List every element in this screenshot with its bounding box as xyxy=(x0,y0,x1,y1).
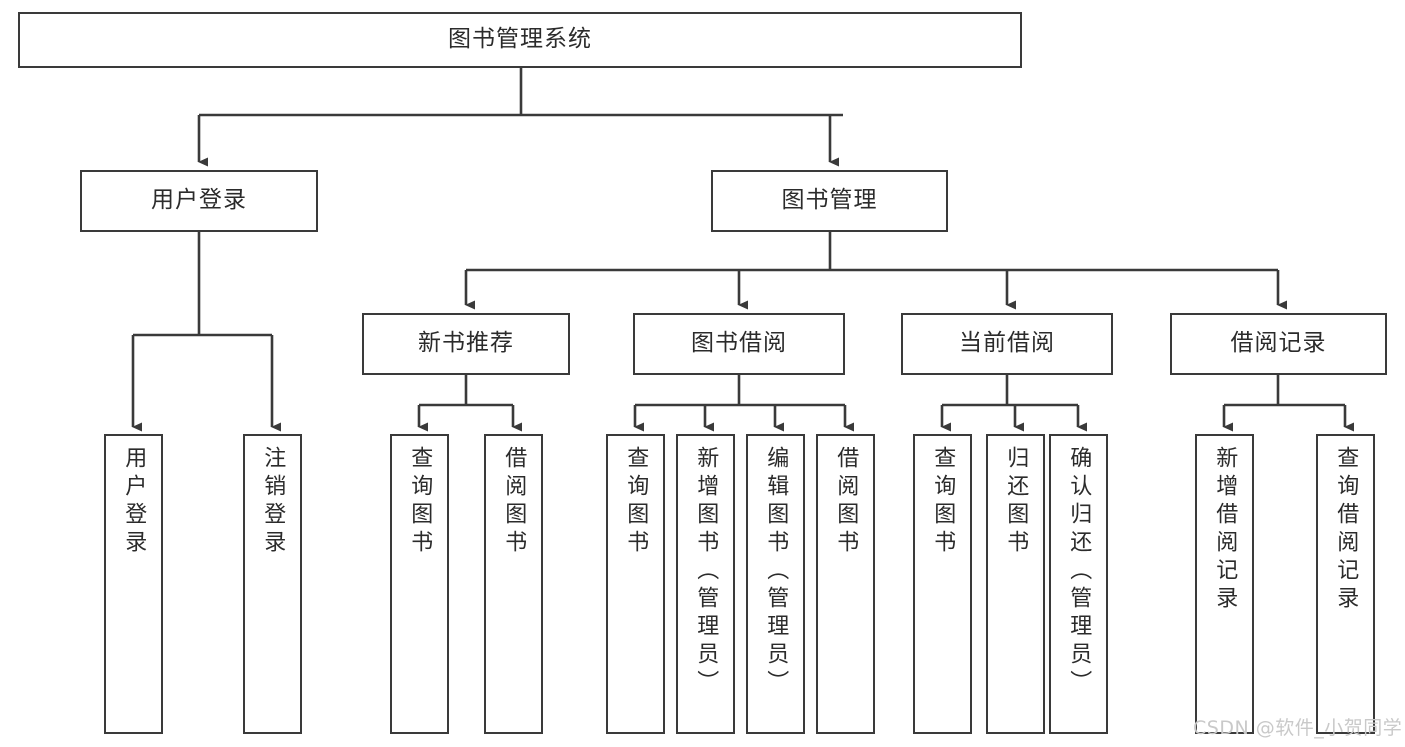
leaf-newbook-query-book[interactable]: 查询图书 xyxy=(390,434,449,734)
leaf-label: 注销登录 xyxy=(260,446,286,558)
leaf-label: 借阅图书 xyxy=(501,446,527,558)
leaf-label: 查询图书 xyxy=(623,446,649,558)
leaf-newbook-borrow-book[interactable]: 借阅图书 xyxy=(484,434,543,734)
leaf-label: 新增借阅记录 xyxy=(1212,446,1238,614)
leaf-label: 查询图书 xyxy=(930,446,956,558)
leaf-borrowrecord-add-record[interactable]: 新增借阅记录 xyxy=(1195,434,1254,734)
node-root-system[interactable]: 图书管理系统 xyxy=(18,12,1022,68)
leaf-user-login-signin[interactable]: 用户登录 xyxy=(104,434,163,734)
node-borrow-record[interactable]: 借阅记录 xyxy=(1170,313,1387,375)
node-new-book-recommend[interactable]: 新书推荐 xyxy=(362,313,570,375)
leaf-currentborrow-query-book[interactable]: 查询图书 xyxy=(913,434,972,734)
node-book-borrow[interactable]: 图书借阅 xyxy=(633,313,845,375)
csdn-watermark: CSDN @软件_小贺同学 xyxy=(1193,717,1403,739)
leaf-label: 编辑图书（管理员） xyxy=(763,446,789,698)
leaf-label: 查询借阅记录 xyxy=(1333,446,1359,614)
leaf-bookborrow-add-book-admin[interactable]: 新增图书（管理员） xyxy=(676,434,735,734)
leaf-label: 查询图书 xyxy=(407,446,433,558)
node-current-borrow[interactable]: 当前借阅 xyxy=(901,313,1113,375)
leaf-bookborrow-borrow-book[interactable]: 借阅图书 xyxy=(816,434,875,734)
leaf-borrowrecord-query-record[interactable]: 查询借阅记录 xyxy=(1316,434,1375,734)
leaf-bookborrow-edit-book-admin[interactable]: 编辑图书（管理员） xyxy=(746,434,805,734)
node-book-management[interactable]: 图书管理 xyxy=(711,170,948,232)
leaf-label: 用户登录 xyxy=(121,446,147,558)
leaf-label: 新增图书（管理员） xyxy=(693,446,719,698)
leaf-currentborrow-confirm-return-admin[interactable]: 确认归还（管理员） xyxy=(1049,434,1108,734)
leaf-label: 确认归还（管理员） xyxy=(1066,446,1092,698)
leaf-bookborrow-query-book[interactable]: 查询图书 xyxy=(606,434,665,734)
node-user-login[interactable]: 用户登录 xyxy=(80,170,318,232)
leaf-label: 借阅图书 xyxy=(833,446,859,558)
leaf-label: 归还图书 xyxy=(1003,446,1029,558)
leaf-user-login-signout[interactable]: 注销登录 xyxy=(243,434,302,734)
leaf-currentborrow-return-book[interactable]: 归还图书 xyxy=(986,434,1045,734)
